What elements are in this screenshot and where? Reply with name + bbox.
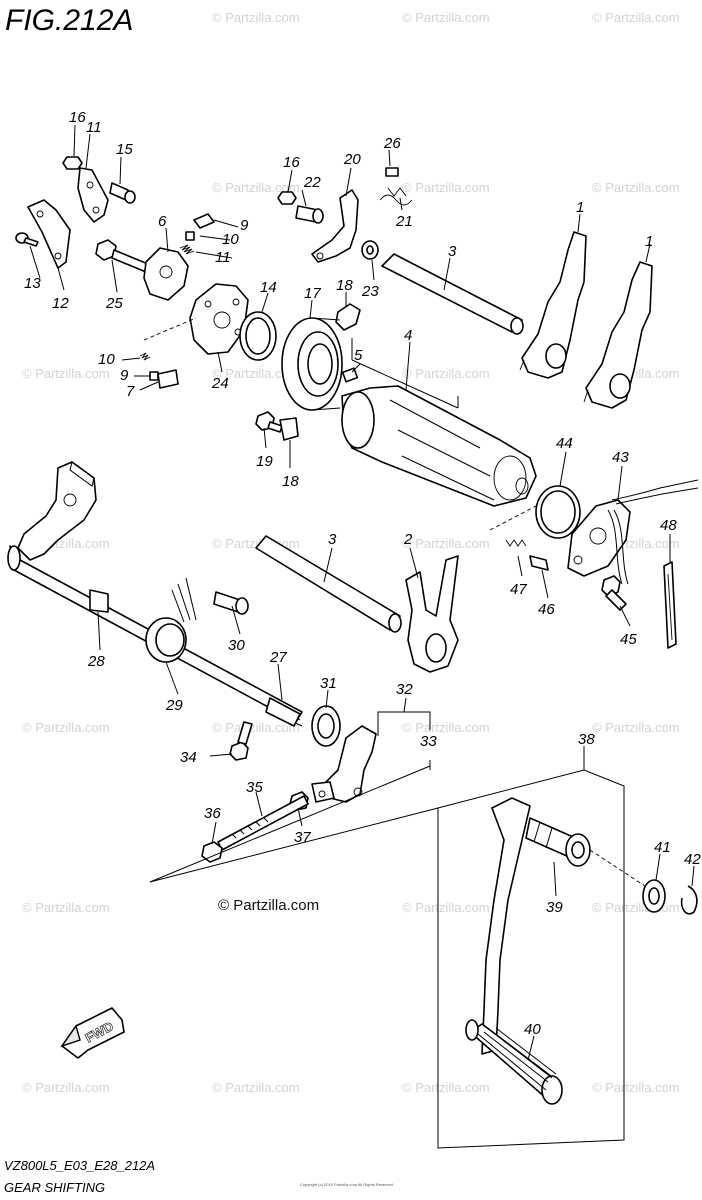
- figure-name: GEAR SHIFTING: [4, 1180, 105, 1195]
- callout-37[interactable]: 37: [294, 829, 311, 846]
- callout-14[interactable]: 14: [260, 279, 277, 296]
- watermark: © Partzilla.com: [402, 900, 490, 915]
- callout-41[interactable]: 41: [654, 839, 671, 856]
- callout-22[interactable]: 22: [303, 174, 321, 191]
- watermark: © Partzilla.com: [592, 180, 680, 195]
- callout-27[interactable]: 27: [269, 649, 287, 666]
- watermark: © Partzilla.com: [212, 720, 300, 735]
- watermark: © Partzilla.com: [212, 180, 300, 195]
- callout-2[interactable]: 2: [403, 531, 413, 548]
- part-drawings-top-middle: [255, 167, 413, 441]
- figure-code: VZ800L5_E03_E28_212A: [4, 1158, 155, 1173]
- callout-30[interactable]: 30: [228, 637, 245, 654]
- watermark: © Partzilla.com: [22, 366, 110, 381]
- callout-34[interactable]: 34: [180, 749, 197, 766]
- callout-16[interactable]: 16: [69, 109, 86, 126]
- callout-labels: 16 11 15 16 22 20 26 21 6 9 10 11 13 12 …: [24, 109, 701, 1038]
- callout-10[interactable]: 11: [215, 249, 231, 266]
- callout-40[interactable]: 40: [524, 1021, 541, 1038]
- callout-15[interactable]: 15: [116, 141, 133, 158]
- callout-18[interactable]: 18: [336, 277, 353, 294]
- part-drawings-center-lower: [255, 535, 459, 673]
- watermark-main: © Partzilla.com: [218, 897, 319, 914]
- fwd-arrow: FWD: [60, 1007, 125, 1059]
- watermark: © Partzilla.com: [22, 900, 110, 915]
- callout-19[interactable]: 19: [256, 453, 273, 470]
- callout-8[interactable]: 9: [240, 217, 249, 234]
- callout-44[interactable]: 44: [556, 435, 573, 452]
- callout-1[interactable]: 1: [576, 199, 584, 216]
- callout-42[interactable]: 42: [684, 851, 701, 868]
- watermark: © Partzilla.com: [402, 10, 490, 25]
- part-drawings-shift-shaft: [7, 461, 303, 727]
- callout-39[interactable]: 39: [546, 899, 563, 916]
- callout-9[interactable]: 9: [120, 367, 129, 384]
- callout-32[interactable]: 32: [396, 681, 413, 698]
- watermark: © Partzilla.com: [402, 536, 490, 551]
- callout-17[interactable]: 17: [304, 285, 321, 302]
- callout-10[interactable]: 10: [98, 351, 115, 368]
- watermark: © Partzilla.com: [402, 366, 490, 381]
- watermark: © Partzilla.com: [212, 10, 300, 25]
- watermark: © Partzilla.com: [402, 180, 490, 195]
- callout-23[interactable]: 23: [361, 283, 379, 300]
- watermark: © Partzilla.com: [592, 1080, 680, 1095]
- callout-20[interactable]: 20: [343, 151, 361, 168]
- callout-13[interactable]: 13: [24, 275, 41, 292]
- part-drawings-linkage: [149, 705, 431, 883]
- watermark: © Partzilla.com: [212, 366, 300, 381]
- watermark: © Partzilla.com: [592, 720, 680, 735]
- callout-29[interactable]: 29: [165, 697, 183, 714]
- copyright-note: Copyright (c) 2016 Partzilla.com All Rig…: [300, 1182, 393, 1187]
- callout-7[interactable]: 7: [126, 383, 135, 400]
- part-drawings-top-left: [15, 156, 277, 389]
- callout-16[interactable]: 16: [283, 154, 300, 171]
- part-drawings-top-right: [381, 231, 653, 409]
- part-drawings-shift-lever: [149, 769, 698, 1149]
- callout-5[interactable]: 5: [354, 347, 363, 364]
- callout-48[interactable]: 48: [660, 517, 677, 534]
- callout-3[interactable]: 3: [328, 531, 337, 548]
- watermark: © Partzilla.com: [402, 1080, 490, 1095]
- callout-31[interactable]: 31: [320, 675, 337, 692]
- leader-lines: [29, 124, 695, 1061]
- watermark: © Partzilla.com: [592, 900, 680, 915]
- callout-12[interactable]: 12: [52, 295, 69, 312]
- callout-11[interactable]: 11: [86, 119, 102, 136]
- watermark: © Partzilla.com: [212, 1080, 300, 1095]
- callout-35[interactable]: 35: [246, 779, 263, 796]
- figure-title: FIG.212A: [5, 4, 133, 37]
- callout-33[interactable]: 33: [420, 733, 437, 750]
- part-drawings-drum: [341, 338, 537, 507]
- callout-43[interactable]: 43: [612, 449, 629, 466]
- callout-45[interactable]: 45: [620, 631, 637, 648]
- watermark: © Partzilla.com: [402, 720, 490, 735]
- callout-6[interactable]: 6: [158, 213, 167, 230]
- callout-26[interactable]: 26: [383, 135, 401, 152]
- callout-28[interactable]: 28: [87, 653, 105, 670]
- callout-21[interactable]: 21: [395, 213, 413, 230]
- callout-9[interactable]: 10: [222, 231, 239, 248]
- callout-24[interactable]: 24: [211, 375, 229, 392]
- callout-36[interactable]: 36: [204, 805, 221, 822]
- callout-3[interactable]: 3: [448, 243, 457, 260]
- watermark: © Partzilla.com: [22, 720, 110, 735]
- callout-38[interactable]: 38: [578, 731, 595, 748]
- callout-47[interactable]: 47: [510, 581, 527, 598]
- watermark: © Partzilla.com: [22, 1080, 110, 1095]
- watermark: © Partzilla.com: [592, 10, 680, 25]
- callout-18[interactable]: 18: [282, 473, 299, 490]
- part-drawings-right-middle: [489, 479, 699, 649]
- callout-46[interactable]: 46: [538, 601, 555, 618]
- callout-4[interactable]: 4: [404, 327, 412, 344]
- callout-1[interactable]: 1: [645, 233, 653, 250]
- callout-25[interactable]: 25: [105, 295, 123, 312]
